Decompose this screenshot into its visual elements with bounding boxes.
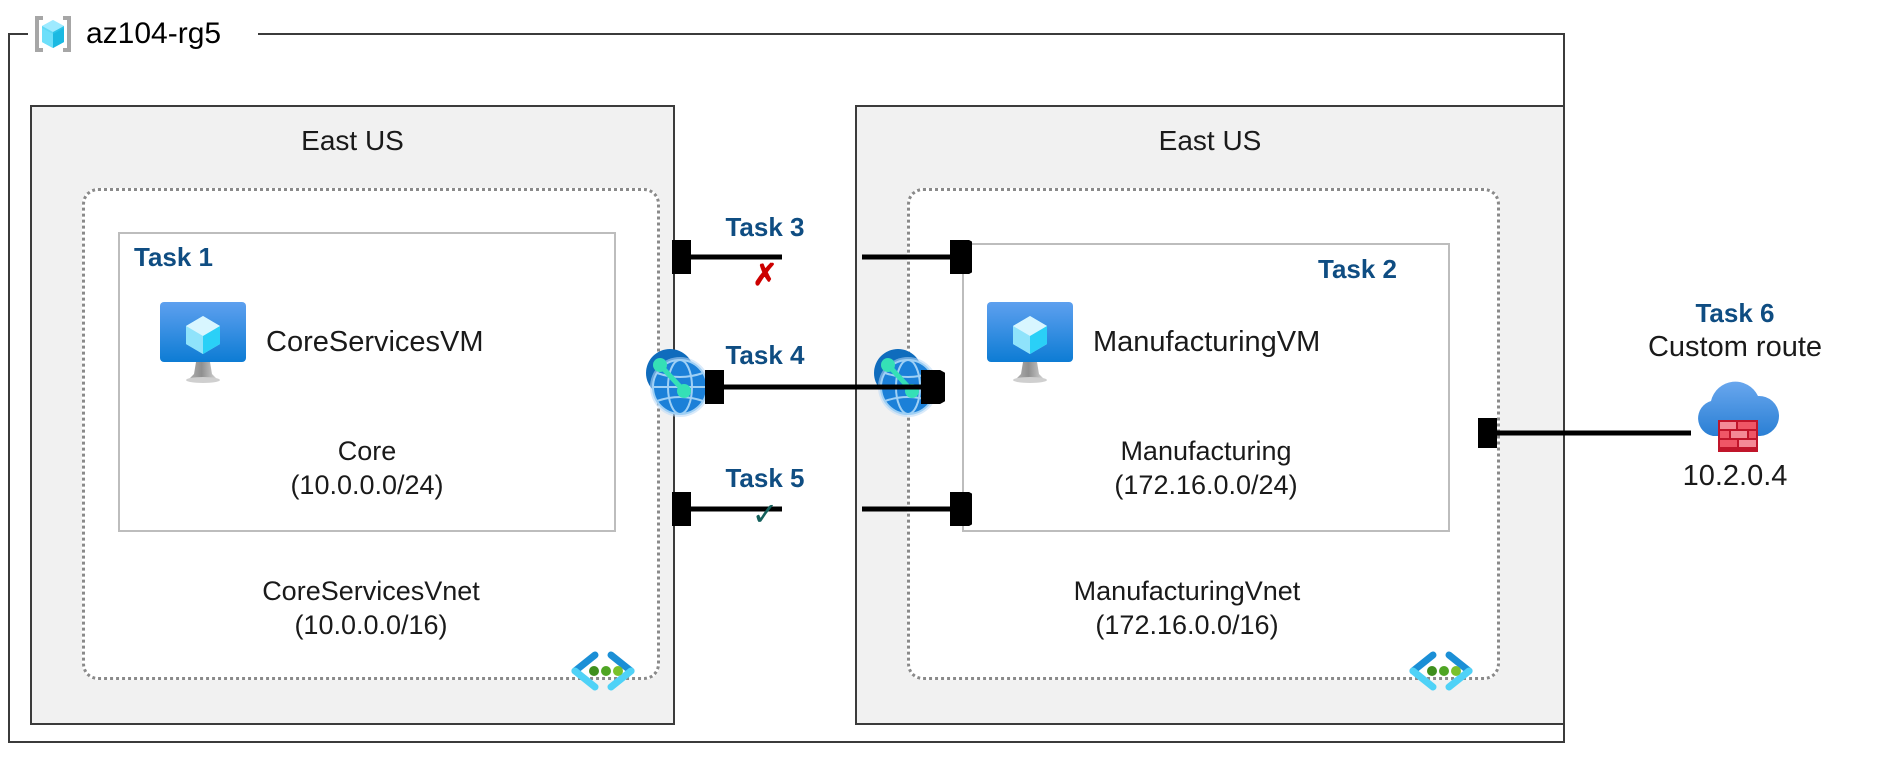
connection-status-task5: ✓ [751,496,779,532]
firewall-cloud-icon [1605,370,1865,456]
resource-group-title: az104-rg5 [30,8,221,60]
subnet-name-manufacturing: Manufacturing [1120,436,1292,466]
connection-label-task4: Task 4 [725,340,805,370]
custom-route-ip: 10.2.0.4 [1682,460,1788,492]
region-label-right: East US [1158,125,1262,156]
vnet-label-manufacturing: ManufacturingVnet (172.16.0.0/16) [907,575,1467,643]
resource-group-name: az104-rg5 [86,17,222,50]
custom-route-arrow [1478,418,1691,448]
connection-label-task5: Task 5 [725,463,805,493]
connection-arrow-task4 [705,370,945,404]
virtual-machine-icon [985,300,1075,384]
connection-arrow-task5 [672,492,972,526]
subnet-box-manufacturing [962,243,1450,532]
subnet-cidr-manufacturing: (172.16.0.0/24) [1114,469,1298,500]
vnet-cidr-core: (10.0.0.0/16) [294,609,448,640]
custom-route-block: Task 6 Custom route [1605,298,1865,493]
task-label-2: Task 2 [1318,254,1398,284]
vnet-icon-manufacturing [1405,648,1477,694]
connection-arrow-task3 [672,240,972,274]
custom-route-title: Custom route [1647,331,1823,363]
task-label-6: Task 6 [1695,298,1775,328]
subnet-cidr-core: (10.0.0.0/24) [290,469,444,500]
connection-label-task3: Task 3 [725,212,805,242]
vnet-name-manufacturing: ManufacturingVnet [1073,576,1301,606]
vnet-name-core: CoreServicesVnet [262,576,480,606]
subnet-label-core: Core (10.0.0.0/24) [118,435,616,503]
vm-name-manufacturing: ManufacturingVM [1093,325,1321,358]
azure-resource-group-icon [30,11,76,57]
connection-status-task3: ✗ [752,259,778,292]
vnet-icon-core [567,648,639,694]
vnet-peering-icon-left [638,343,718,423]
vnet-cidr-manufacturing: (172.16.0.0/16) [1095,609,1279,640]
task-label-1: Task 1 [134,242,214,272]
vm-manufacturing: ManufacturingVM [985,300,1320,384]
virtual-machine-icon [158,300,248,384]
vm-core-services: CoreServicesVM [158,300,484,384]
region-label-left: East US [301,125,404,156]
subnet-label-manufacturing: Manufacturing (172.16.0.0/24) [962,435,1450,503]
vnet-label-core: CoreServicesVnet (10.0.0.0/16) [82,575,660,643]
vm-name-core-services: CoreServicesVM [266,325,484,358]
subnet-name-core: Core [337,436,397,466]
